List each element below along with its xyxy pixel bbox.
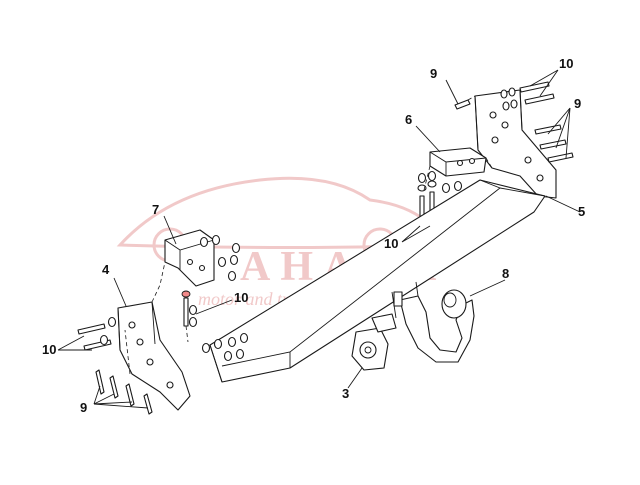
callout-labels: 9 10 6 9 5 7 10 4 10 8 10 9 3 bbox=[42, 56, 585, 415]
callout-6: 6 bbox=[405, 112, 412, 127]
part-6-plate bbox=[429, 147, 487, 177]
bolts-top-right bbox=[454, 81, 574, 163]
part-4-left-bracket bbox=[117, 301, 191, 411]
watermark-car-logo bbox=[116, 176, 432, 249]
bolts-center-left bbox=[201, 332, 249, 362]
assembly-lines bbox=[124, 95, 493, 375]
callout-4: 4 bbox=[102, 262, 110, 277]
callout-10-left: 10 bbox=[42, 342, 56, 357]
callout-10-center: 10 bbox=[234, 290, 248, 305]
callout-9-right: 9 bbox=[574, 96, 581, 111]
callout-10-top: 10 bbox=[559, 56, 573, 71]
callout-5: 5 bbox=[578, 204, 585, 219]
part-3-socket bbox=[351, 313, 397, 371]
leader-lines bbox=[57, 69, 581, 409]
callout-8: 8 bbox=[502, 266, 509, 281]
callout-9-left: 9 bbox=[80, 400, 87, 415]
main-crossbar bbox=[209, 179, 546, 383]
callout-7: 7 bbox=[152, 202, 159, 217]
bolts-lower-left bbox=[77, 316, 153, 415]
callout-3: 3 bbox=[342, 386, 349, 401]
part-8-towball bbox=[391, 281, 475, 363]
callout-10-mid: 10 bbox=[384, 236, 398, 251]
callout-9-top: 9 bbox=[430, 66, 437, 81]
bolts-left-top bbox=[181, 234, 241, 328]
